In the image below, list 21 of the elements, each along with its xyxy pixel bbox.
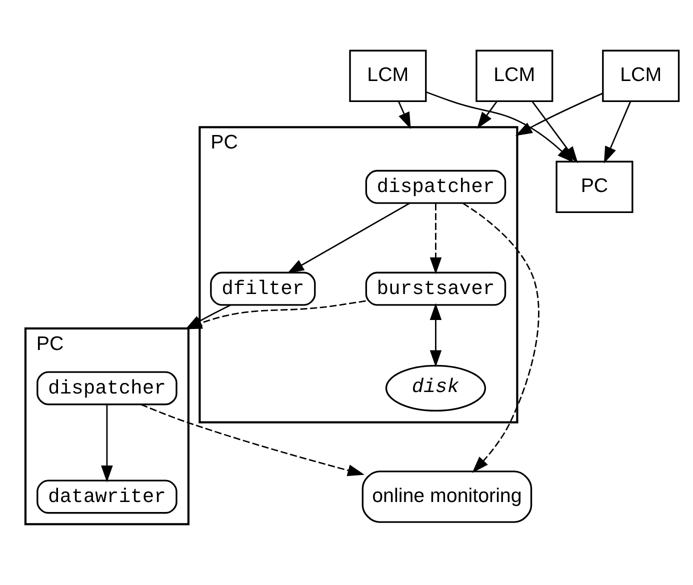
node-box: dispatcher <box>36 370 178 405</box>
arrow <box>430 302 442 367</box>
arrow <box>101 404 113 482</box>
node-box: datawriter <box>36 479 178 514</box>
arrow <box>287 202 410 273</box>
arrow <box>140 403 365 476</box>
node-box: online monitoring <box>362 470 532 522</box>
node-box: LCM <box>476 49 554 102</box>
node-box: PC <box>556 160 634 213</box>
arrow <box>462 202 540 472</box>
arrow <box>430 202 442 274</box>
arrow <box>476 100 498 128</box>
node-box: burstsaver <box>365 271 506 306</box>
arrow <box>604 100 632 163</box>
node-box: dfilter <box>210 271 316 306</box>
arrow <box>398 100 411 129</box>
arrow <box>515 92 604 136</box>
node-box: dispatcher <box>365 169 506 204</box>
node-box: LCM <box>349 49 427 102</box>
node-ellipse: disk <box>385 364 486 412</box>
node-box: LCM <box>602 49 680 102</box>
